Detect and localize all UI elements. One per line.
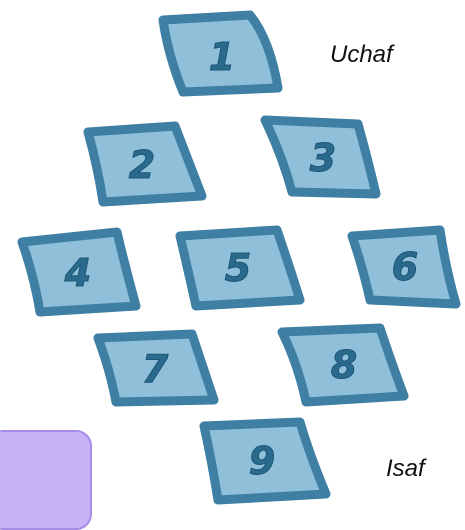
tile-6: 6 [347,225,461,309]
tile-diagram: 1 2 3 4 5 6 7 8 9 Uchaf Isaf [17,10,461,505]
tile-3: 3 [260,115,381,199]
tile-8-shape [277,323,409,407]
tile-8: 8 [277,323,409,407]
tile-7-shape [93,329,219,407]
tile-3-shape [260,115,381,199]
corner-panel [0,430,92,530]
tile-1: 1 [158,10,283,97]
tile-9-shape [199,417,331,505]
tile-7-label: 7 [142,347,169,391]
tile-8-label: 8 [331,343,357,387]
label-top: Uchaf [330,41,395,68]
tile-4-label: 4 [64,251,91,295]
tile-2-shape [83,121,207,207]
tile-6-shape [347,225,461,309]
label-bottom: Isaf [386,455,427,482]
tile-3-label: 3 [310,136,336,180]
tile-1-label: 1 [209,35,235,79]
tile-4-shape [17,227,141,317]
tile-4: 4 [17,227,141,317]
tile-5: 5 [175,225,305,311]
tile-2: 2 [83,121,207,207]
tile-7: 7 [93,329,219,407]
tile-5-label: 5 [225,246,251,290]
tile-9: 9 [199,417,331,505]
tile-5-shape [175,225,305,311]
tile-6-label: 6 [392,245,418,289]
tile-1-shape [158,10,283,97]
tile-9-label: 9 [249,439,275,483]
tile-2-label: 2 [129,143,155,187]
